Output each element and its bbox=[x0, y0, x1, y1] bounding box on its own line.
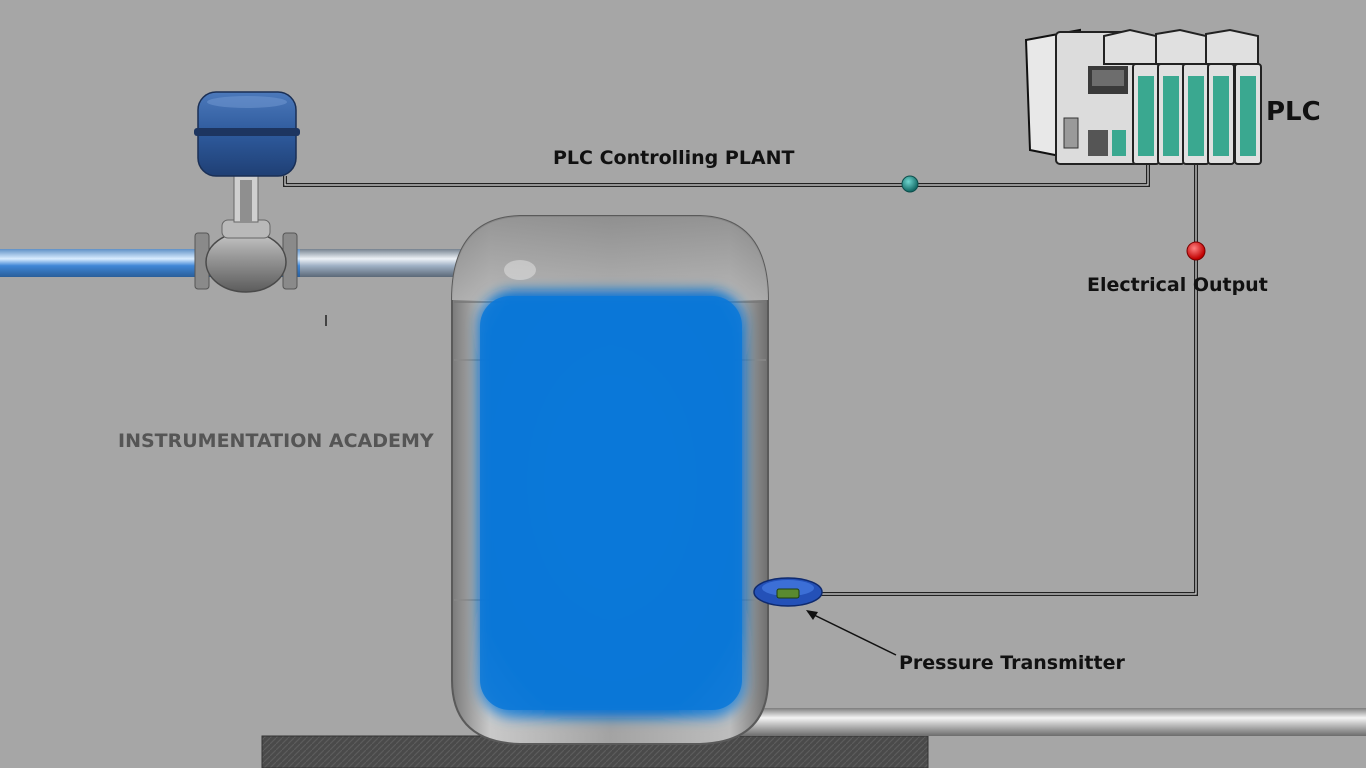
outlet-pipe bbox=[700, 708, 1366, 736]
pressure-transmitter-label: Pressure Transmitter bbox=[899, 652, 1125, 674]
plc-rack-icon bbox=[1024, 28, 1262, 165]
pressure-transmitter-icon bbox=[753, 577, 823, 607]
tank-icon bbox=[451, 215, 769, 745]
control-valve-icon bbox=[194, 91, 300, 293]
signal-dot-output bbox=[1186, 241, 1206, 261]
signal-dot-input bbox=[901, 175, 919, 193]
plc-label: PLC bbox=[1266, 97, 1321, 127]
electrical-output-label: Electrical Output bbox=[1087, 274, 1268, 296]
transmitter-pointer bbox=[806, 610, 897, 656]
diagram-title: PLC Controlling PLANT bbox=[553, 147, 795, 169]
watermark-label: INSTRUMENTATION ACADEMY bbox=[118, 430, 434, 452]
inlet-pipe-grey bbox=[300, 249, 470, 277]
